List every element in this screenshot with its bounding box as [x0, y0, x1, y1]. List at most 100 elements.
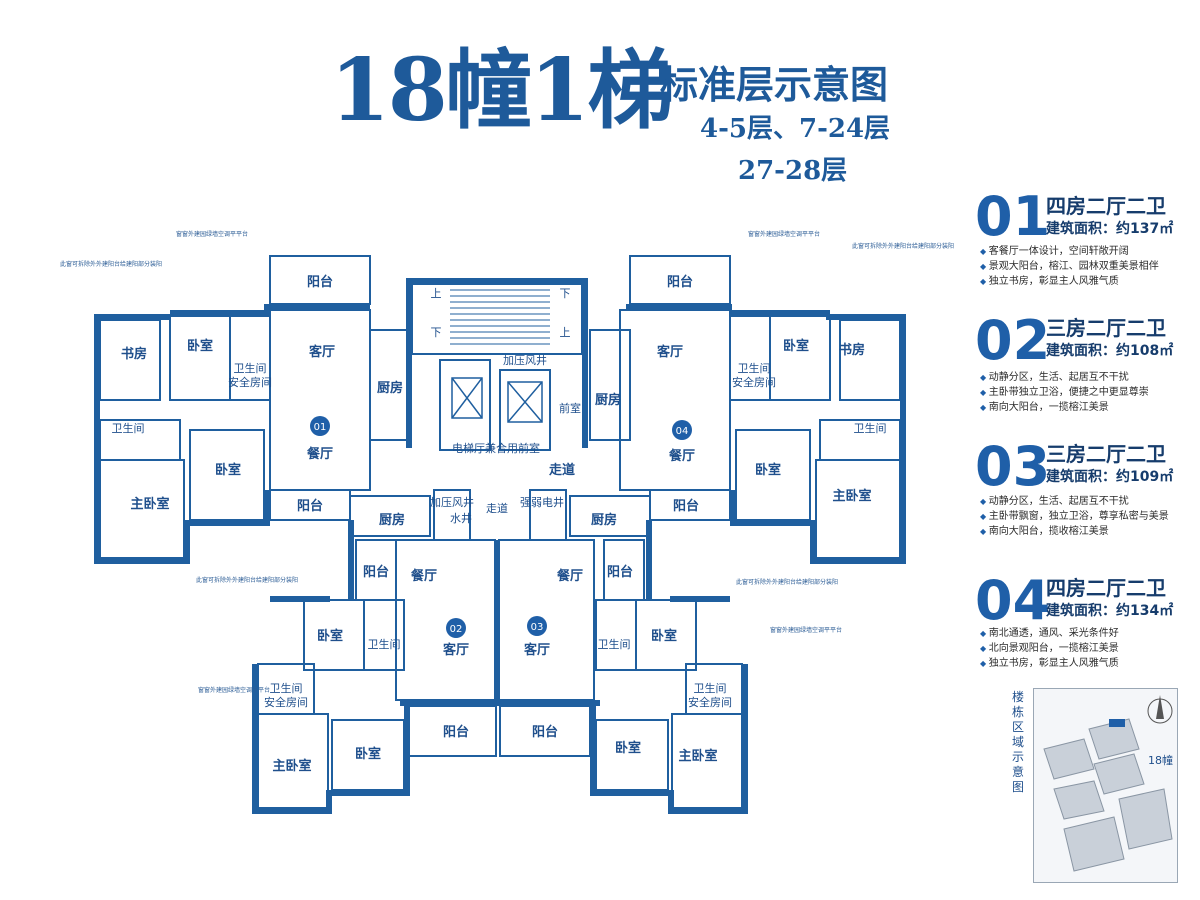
- label-master-01: 主卧室: [130, 496, 169, 512]
- label-bedroom-02a: 卧室: [317, 628, 343, 644]
- label-bath-02b: 卫生间: [270, 681, 303, 695]
- legend-number-01: 01: [975, 185, 1051, 248]
- legend-bullets-02: 动静分区，生活、起居互不干扰 主卧带独立卫浴，便捷之中更显尊崇 南向大阳台，一揽…: [980, 370, 1149, 415]
- label-saferoom-03: 安全房间: [688, 695, 732, 709]
- label-dining-02: 餐厅: [410, 568, 437, 584]
- legend-01-bullet: 独立书房，彰显主人风雅气质: [980, 274, 1159, 289]
- label-balcony-04-top: 阳台: [667, 274, 693, 290]
- unit-number-03: 03: [531, 622, 544, 633]
- unit-marker-04: [672, 420, 692, 440]
- label-bedroom-03a: 卧室: [651, 628, 677, 644]
- label-master-04: 主卧室: [832, 488, 871, 504]
- label-dining-01: 餐厅: [306, 446, 333, 462]
- label-living-01: 客厅: [309, 344, 335, 360]
- note-7: 窗窗外建园绿墙空调平平台: [770, 626, 842, 634]
- map-vertical-label: 楼栋区域示意图: [1012, 690, 1025, 794]
- annotation-notes: 此窗可拆除外外建阳台给建阳部分装阳 窗窗外建园绿墙空调平平台 窗窗外建园绿墙空调…: [60, 230, 954, 694]
- legend-02-bullet: 主卧带独立卫浴，便捷之中更显尊崇: [980, 385, 1149, 400]
- legend-area-01: 建筑面积：约137㎡: [1046, 221, 1174, 237]
- legend-type-01: 四房二厅二卫: [1046, 194, 1166, 218]
- label-strong-shaft: 强弱电井: [520, 495, 564, 509]
- label-balcony-02-bottom: 阳台: [443, 724, 469, 740]
- label-front-room: 前室: [559, 401, 581, 415]
- legend-01-bullet: 客餐厅一体设计，空间轩敞开阔: [980, 244, 1159, 259]
- legend-area-02: 建筑面积：约108㎡: [1046, 343, 1174, 359]
- legend-03-bullet: 主卧带飘窗，独立卫浴，尊享私密与美景: [980, 509, 1169, 524]
- legend-type-03: 三房二厅二卫: [1046, 442, 1166, 466]
- unit-number-04: 04: [676, 426, 689, 437]
- label-balcony-03-side: 阳台: [607, 564, 633, 580]
- label-bedroom-01a: 卧室: [187, 338, 213, 354]
- label-living-04: 客厅: [657, 344, 683, 360]
- label-dining-04: 餐厅: [668, 448, 695, 464]
- label-living-03: 客厅: [524, 642, 550, 658]
- legend-area-03: 建筑面积：约109㎡: [1046, 469, 1174, 485]
- label-master-02: 主卧室: [272, 758, 311, 774]
- label-corridor-small: 走道: [486, 501, 508, 515]
- legend-bullets-04: 南北通透，通风、采光条件好 北向景观阳台，一揽榕江美景 独立书房，彰显主人风雅气…: [980, 626, 1119, 671]
- floor-plan: 01 04 02 03 阳台 阳台 书房 卧室 卫生间 安全房间 客厅 厨房 卫…: [60, 230, 954, 814]
- floors-line-1: 4-5层、7-24层: [700, 114, 891, 144]
- label-saferoom-02: 安全房间: [264, 695, 308, 709]
- page-title: 18幢1梯: [330, 40, 674, 141]
- label-balcony-01-bottom: 阳台: [297, 498, 323, 514]
- outer-walls: [94, 278, 906, 814]
- label-kitchen-01: 厨房: [377, 380, 403, 396]
- stair-down-2: 下: [431, 326, 442, 339]
- legend-bullets-03: 动静分区，生活、起居互不干扰 主卧带飘窗，独立卫浴，尊享私密与美景 南向大阳台，…: [980, 494, 1169, 539]
- label-pressure-shaft-mid: 加压风井: [430, 495, 474, 509]
- label-bath-04a: 卫生间: [738, 361, 771, 375]
- label-bath-03b: 卫生间: [694, 681, 727, 695]
- unit-marker-02: [446, 618, 466, 638]
- label-bedroom-02b: 卧室: [355, 746, 381, 762]
- label-bath-02a: 卫生间: [368, 637, 401, 651]
- location-map: [1033, 688, 1178, 883]
- note-8: 此窗可拆除外外建阳台给建阳部分装阳: [736, 578, 838, 586]
- label-bath-04b: 卫生间: [854, 421, 887, 435]
- legend-area-04: 建筑面积：约134㎡: [1046, 603, 1174, 619]
- label-master-03: 主卧室: [678, 748, 717, 764]
- legend-02-bullet: 南向大阳台，一揽榕江美景: [980, 400, 1149, 415]
- label-bedroom-04a: 卧室: [783, 338, 809, 354]
- stair-down-1: 下: [560, 287, 571, 300]
- legend-02-bullet: 动静分区，生活、起居互不干扰: [980, 370, 1149, 385]
- legend-type-02: 三房二厅二卫: [1046, 316, 1166, 340]
- legend-01-bullet: 景观大阳台，榕江、园林双重美景相伴: [980, 259, 1159, 274]
- stair-lines: [450, 289, 550, 345]
- label-balcony-01-top: 阳台: [307, 274, 333, 290]
- label-living-02: 客厅: [443, 642, 469, 658]
- label-bath-01a: 卫生间: [234, 361, 267, 375]
- label-kitchen-04: 厨房: [595, 392, 621, 408]
- interior-walls: [99, 255, 901, 809]
- label-bedroom-04b: 卧室: [755, 462, 781, 478]
- unit-number-01: 01: [314, 422, 327, 433]
- note-1: 此窗可拆除外外建阳台给建阳部分装阳: [60, 260, 162, 268]
- legend-03-bullet: 南向大阳台，揽收榕江美景: [980, 524, 1169, 539]
- unit-markers: [310, 416, 692, 638]
- legend-number-04: 04: [975, 569, 1051, 632]
- map-building-label: 18幢: [1148, 754, 1173, 767]
- label-study-01: 书房: [121, 346, 147, 362]
- legend-number-03: 03: [975, 435, 1051, 498]
- legend-04-bullet: 独立书房，彰显主人风雅气质: [980, 656, 1119, 671]
- label-bedroom-03b: 卧室: [615, 740, 641, 756]
- legend-04-bullet: 北向景观阳台，一揽榕江美景: [980, 641, 1119, 656]
- unit-marker-01: [310, 416, 330, 436]
- legend-03-bullet: 动静分区，生活、起居互不干扰: [980, 494, 1169, 509]
- label-kitchen-03: 厨房: [591, 512, 617, 528]
- note-6: 窗窗外建园绿墙空调平平台: [198, 686, 270, 694]
- label-saferoom-01: 安全房间: [228, 375, 272, 389]
- label-pressure-shaft-top: 加压风井: [503, 353, 547, 367]
- note-2: 窗窗外建园绿墙空调平平台: [176, 230, 248, 238]
- highlighted-building: [1109, 719, 1125, 727]
- label-balcony-02-side: 阳台: [363, 564, 389, 580]
- page-subtitle: 标准层示意图: [660, 62, 889, 107]
- north-arrow-icon: [1156, 695, 1164, 719]
- unit-number-02: 02: [450, 624, 463, 635]
- note-3: 窗窗外建园绿墙空调平平台: [748, 230, 820, 238]
- label-saferoom-04: 安全房间: [732, 375, 776, 389]
- label-dining-03: 餐厅: [556, 568, 583, 584]
- stair-up-1: 上: [431, 287, 442, 300]
- note-4: 此窗可拆除外外建阳台给建阳部分装阳: [852, 242, 954, 250]
- label-kitchen-02: 厨房: [379, 512, 405, 528]
